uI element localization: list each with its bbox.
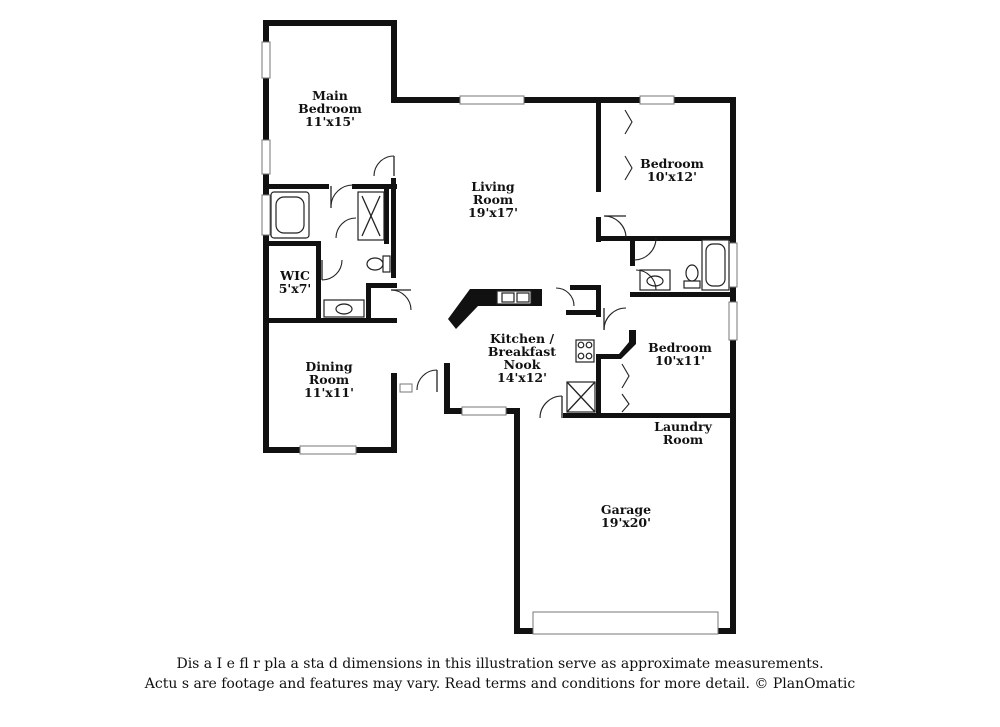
disclaimer-line-2: Actu s are footage and features may vary… <box>144 676 856 692</box>
kitchen-name-3: Nook <box>504 357 541 372</box>
dining-room-size: 11'x11' <box>304 385 354 400</box>
kitchen-name-2: Breakfast <box>488 344 556 359</box>
bedroom-1-name: Bedroom <box>640 156 704 171</box>
kitchen-size: 14'x12' <box>497 370 547 385</box>
main-bedroom-name: Main <box>312 88 348 103</box>
disclaimer-line-1: Dis a I e fl r pla a sta d dimensions in… <box>176 656 824 672</box>
garage-size: 19'x20' <box>601 515 651 530</box>
room-dining-room: Dining Room 11'x11' <box>304 359 354 400</box>
bedroom-2-name: Bedroom <box>648 340 712 355</box>
room-bedroom-2: Bedroom 10'x11' <box>648 340 712 368</box>
room-garage: Garage 19'x20' <box>601 502 651 530</box>
dining-room-name-2: Room <box>309 372 349 387</box>
doors <box>321 109 657 419</box>
dining-room-name: Dining <box>305 359 353 374</box>
kitchen-name: Kitchen / <box>490 331 554 346</box>
bedroom-1-size: 10'x12' <box>647 169 697 184</box>
room-wic: WIC 5'x7' <box>279 268 312 296</box>
room-main-bedroom: Main Bedroom 11'x15' <box>298 88 362 129</box>
living-room-size: 19'x17' <box>468 205 518 220</box>
main-bedroom-name-2: Bedroom <box>298 101 362 116</box>
wic-name: WIC <box>279 268 310 283</box>
main-bedroom-size: 11'x15' <box>305 114 355 129</box>
room-living-room: Living Room 19'x17' <box>468 179 518 220</box>
living-room-name: Living <box>471 179 515 194</box>
interior-walls <box>263 97 736 418</box>
room-laundry: Laundry Room <box>654 419 712 447</box>
wic-size: 5'x7' <box>279 281 312 296</box>
laundry-room-name-2: Room <box>663 432 703 447</box>
windows <box>261 41 738 635</box>
garage-name: Garage <box>601 502 651 517</box>
room-labels: Main Bedroom 11'x15' Living Room 19'x17'… <box>279 88 713 530</box>
bedroom-2-size: 10'x11' <box>655 353 705 368</box>
laundry-room-name: Laundry <box>654 419 712 434</box>
fixtures <box>270 191 730 413</box>
living-room-name-2: Room <box>473 192 513 207</box>
room-kitchen: Kitchen / Breakfast Nook 14'x12' <box>488 331 556 385</box>
room-bedroom-1: Bedroom 10'x12' <box>640 156 704 184</box>
